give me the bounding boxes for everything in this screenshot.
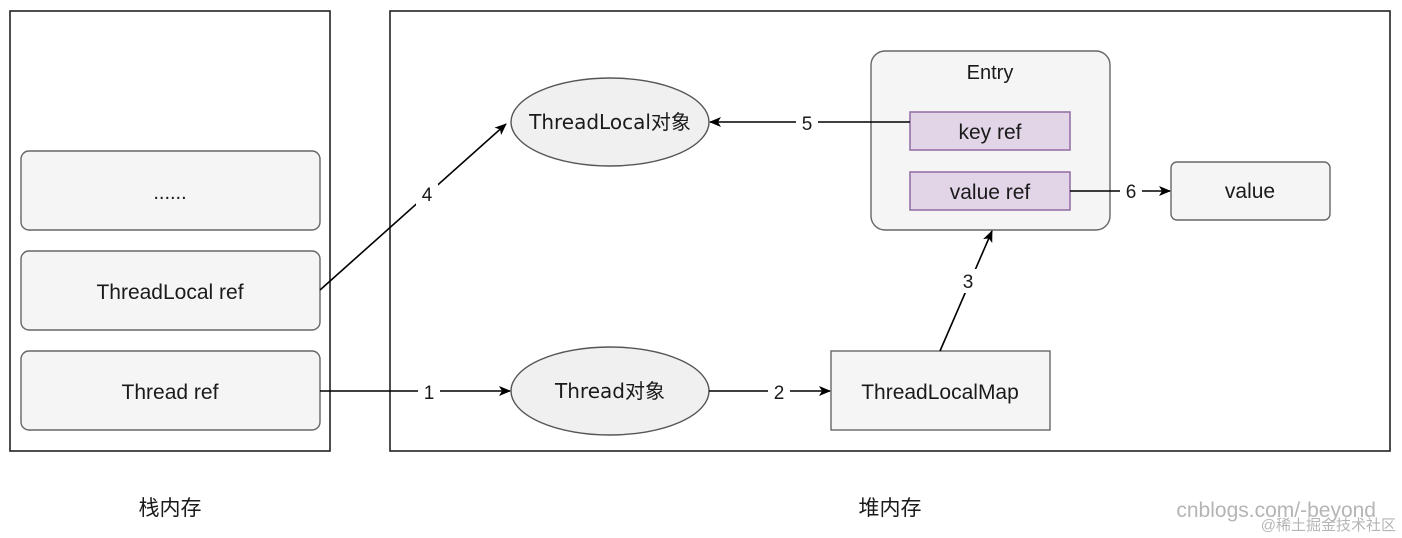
stack-slot-ellipsis: ...... bbox=[20, 150, 321, 231]
watermark-site: cnblogs.com/-beyond bbox=[1176, 499, 1376, 522]
entry-value-label: value ref bbox=[950, 181, 1031, 204]
threadlocalmap-box: ThreadLocalMap bbox=[830, 350, 1051, 431]
entry-key-field: key ref bbox=[909, 111, 1071, 151]
thread-object: Thread对象 bbox=[510, 346, 710, 436]
stack-slot-thread-ref-label: Thread ref bbox=[122, 381, 219, 404]
arrow-2-label: 2 bbox=[774, 383, 785, 404]
arrow-4-label: 4 bbox=[422, 185, 433, 206]
heap-frame bbox=[389, 10, 1391, 452]
stack-slot-threadlocal-ref: ThreadLocal ref bbox=[20, 250, 321, 331]
threadlocalmap-label: ThreadLocalMap bbox=[861, 381, 1019, 404]
arrow-1-label: 1 bbox=[424, 383, 435, 404]
stack-slot-ellipsis-label: ...... bbox=[153, 182, 186, 204]
entry-title: Entry bbox=[967, 62, 1014, 84]
arrow-3-label: 3 bbox=[963, 272, 974, 293]
stack-slot-threadlocal-ref-label: ThreadLocal ref bbox=[96, 281, 243, 304]
heap-memory-caption: 堆内存 bbox=[859, 496, 922, 520]
watermark-community: @稀土掘金技术社区 bbox=[1261, 517, 1396, 534]
value-box: value bbox=[1170, 161, 1331, 221]
entry-key-label: key ref bbox=[958, 121, 1021, 144]
thread-object-label: Thread对象 bbox=[554, 379, 665, 403]
stack-slot-thread-ref: Thread ref bbox=[20, 350, 321, 431]
arrow-6-label: 6 bbox=[1126, 182, 1137, 203]
value-label: value bbox=[1225, 180, 1275, 203]
arrow-5-label: 5 bbox=[802, 114, 813, 135]
threadlocal-object-label: ThreadLocal对象 bbox=[528, 110, 691, 134]
stack-memory-caption: 栈内存 bbox=[139, 496, 202, 520]
threadlocal-object: ThreadLocal对象 bbox=[510, 77, 710, 167]
arrow-labels: 1 2 3 4 5 6 bbox=[416, 112, 1142, 404]
stack-memory-region: ...... ThreadLocal ref Thread ref bbox=[9, 10, 331, 452]
entry-value-field: value ref bbox=[909, 171, 1071, 211]
arrow-4 bbox=[319, 123, 507, 291]
heap-memory-region: ThreadLocal对象 Thread对象 ThreadLocalMap En… bbox=[389, 10, 1391, 452]
entry-box: Entry key ref value ref bbox=[870, 50, 1111, 231]
stack-frame bbox=[9, 10, 331, 452]
